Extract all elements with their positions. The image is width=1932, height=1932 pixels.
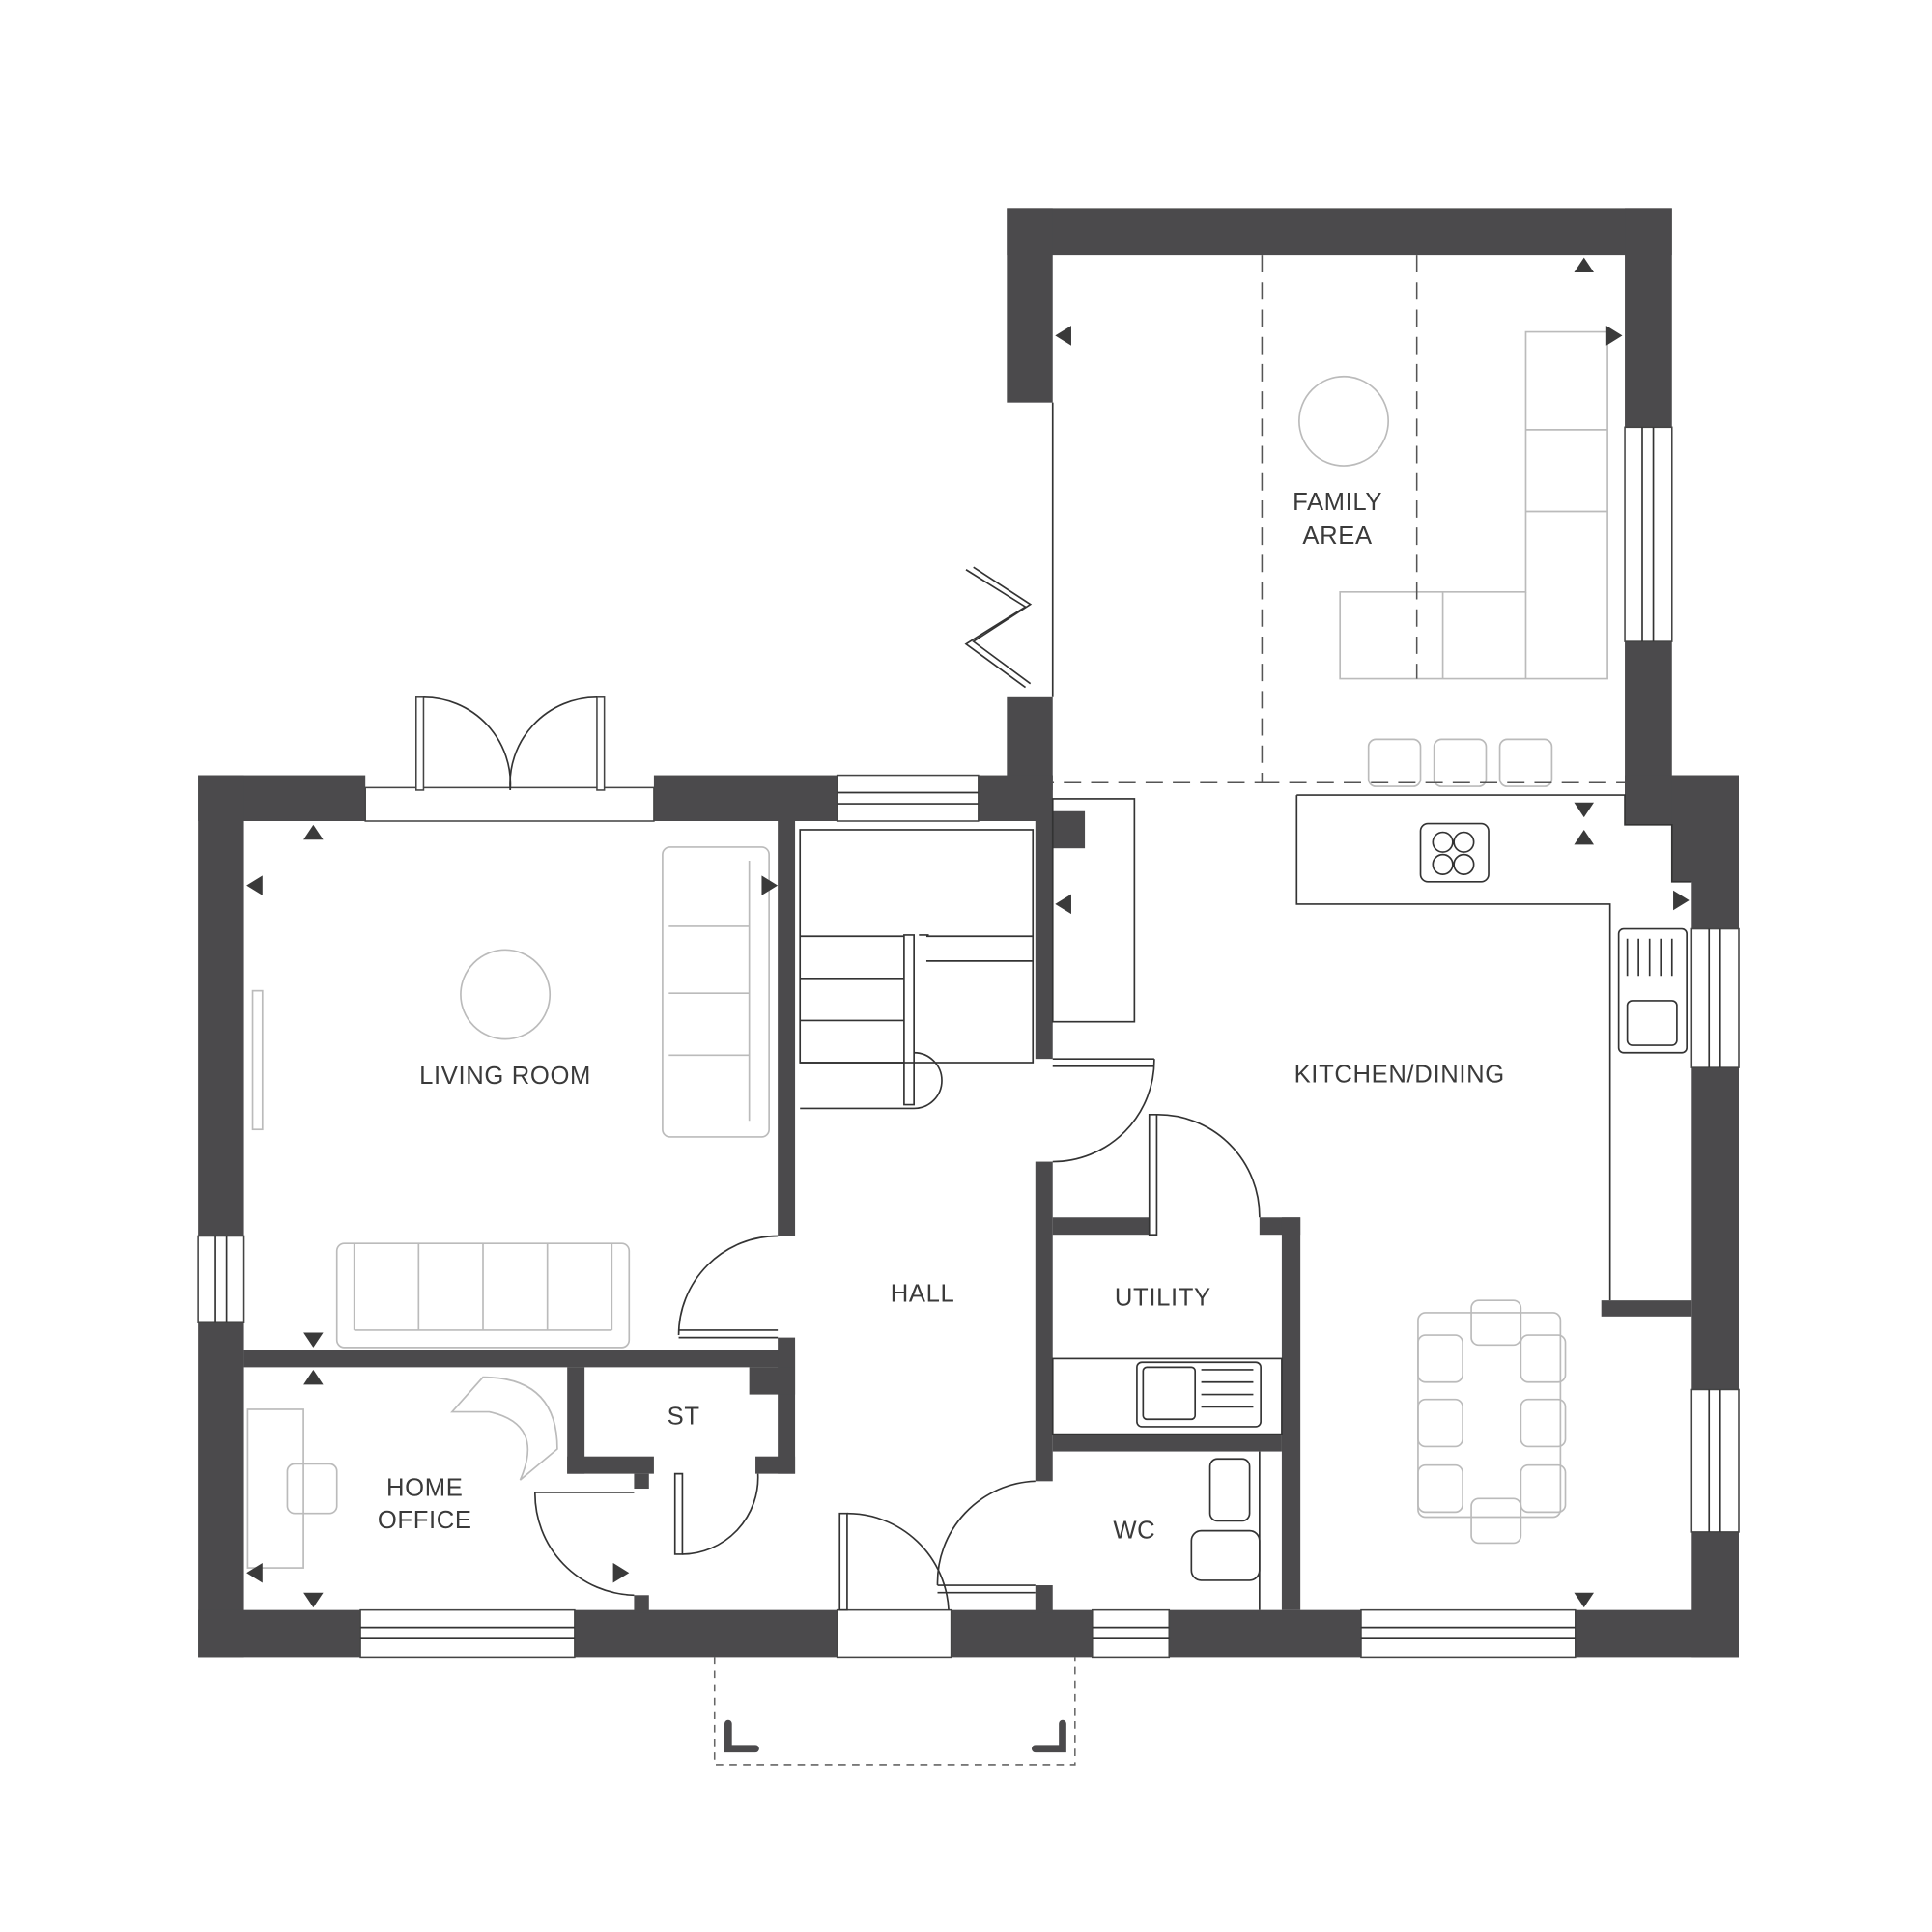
toilet-icon (1190, 1529, 1261, 1581)
stairs (799, 798, 1136, 1110)
hob-icon (1419, 822, 1490, 883)
home-office-label: HOME (386, 1475, 463, 1502)
sink-icon (1617, 927, 1688, 1054)
furniture (246, 330, 1608, 1569)
family-area-label: FAMILY (1293, 489, 1382, 516)
wc-label: WC (1113, 1517, 1155, 1544)
windows (197, 426, 1740, 1659)
utility-label: UTILITY (1115, 1284, 1211, 1311)
living-room-label: LIVING ROOM (419, 1063, 591, 1090)
store-label: ST (668, 1403, 700, 1430)
walls (198, 208, 1740, 1658)
hall-label: HALL (891, 1280, 955, 1307)
room-labels: FAMILY AREA LIVING ROOM KITCHEN/DINING H… (378, 489, 1505, 1544)
porch-post-icon (724, 1719, 759, 1753)
family-area-label-2: AREA (1302, 523, 1373, 550)
dashed-zones (713, 255, 1626, 1766)
dimension-markers (246, 257, 1690, 1608)
basin-icon (1208, 1458, 1251, 1522)
utility-sink-icon (1136, 1361, 1262, 1428)
kitchen-dining-label: KITCHEN/DINING (1294, 1062, 1505, 1089)
home-office-label-2: OFFICE (378, 1507, 472, 1534)
kitchen-units (1051, 794, 1692, 1610)
porch-post-icon (1031, 1719, 1066, 1753)
doors (415, 402, 1261, 1611)
